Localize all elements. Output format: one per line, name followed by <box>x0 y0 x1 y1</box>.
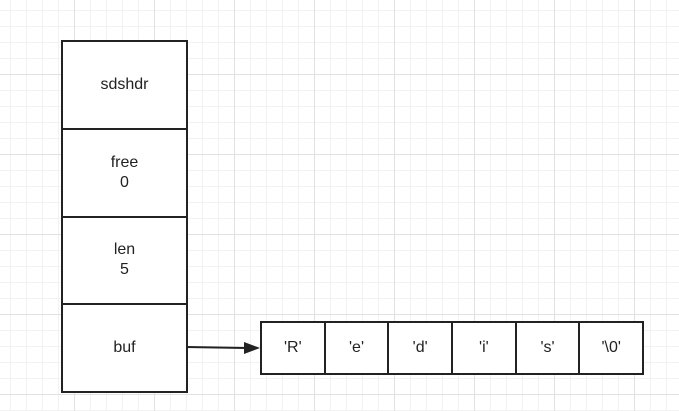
field-free-value: 0 <box>120 173 129 191</box>
buf-cell-1: 'e' <box>326 323 390 373</box>
field-sdshdr-label: sdshdr <box>100 75 149 93</box>
buf-cell-3: 'i' <box>453 323 517 373</box>
arrow-line <box>185 346 247 349</box>
field-len-label: len <box>113 241 136 259</box>
buf-cell-4: 's' <box>517 323 581 373</box>
field-free: free 0 <box>63 130 186 218</box>
field-buf: buf <box>63 305 186 391</box>
buf-char-array: 'R' 'e' 'd' 'i' 's' '\0' <box>260 321 644 375</box>
field-free-label: free <box>110 153 139 171</box>
buf-cell-2: 'd' <box>389 323 454 373</box>
arrow-head-icon <box>244 342 260 354</box>
field-len-value: 5 <box>120 261 129 279</box>
buf-cell-5: '\0' <box>601 339 621 356</box>
sdshdr-struct: sdshdr free 0 len 5 buf <box>61 40 188 393</box>
field-len: len 5 <box>63 218 186 306</box>
field-sdshdr: sdshdr <box>63 42 186 130</box>
field-buf-label: buf <box>113 339 136 357</box>
buf-cell-0: 'R' <box>262 323 326 373</box>
